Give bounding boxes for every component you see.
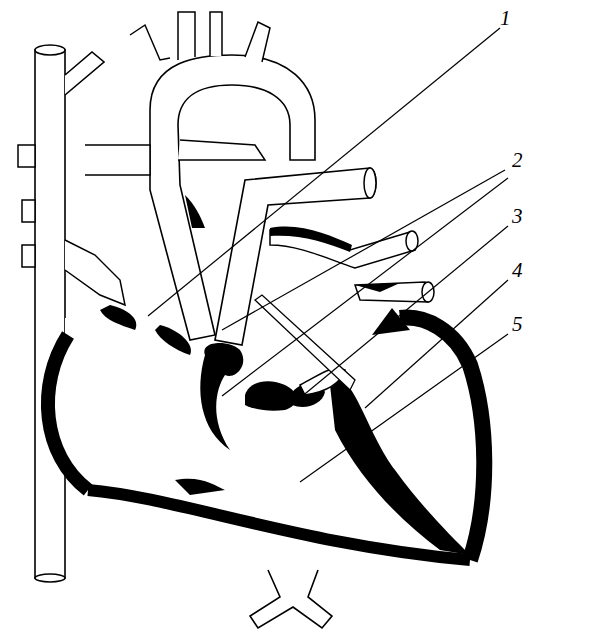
- vein-stub: [22, 200, 35, 222]
- vessel-connection: [85, 145, 150, 175]
- aortic-branch: [130, 25, 170, 60]
- vessel-opening: [364, 168, 376, 198]
- vessel-opening: [35, 45, 65, 55]
- aortic-branch: [210, 12, 222, 56]
- vessel-wall: [100, 305, 136, 330]
- leader-line: [300, 334, 508, 482]
- vein-stub: [18, 145, 35, 167]
- leader-line: [222, 178, 508, 396]
- heart-body: [49, 318, 484, 565]
- callout-number: 1: [500, 8, 511, 29]
- vessel-branch: [250, 570, 332, 628]
- ductus: [178, 140, 265, 160]
- vessel-branch: [65, 240, 125, 305]
- callout-number: 5: [512, 314, 523, 335]
- vessel-wall: [155, 325, 191, 355]
- callout-number: 2: [512, 150, 523, 171]
- pulmonary-vein: [355, 282, 428, 302]
- chorda: [255, 295, 355, 390]
- valve-leaflet: [175, 479, 225, 495]
- valve: [245, 381, 296, 411]
- aortic-branch: [178, 12, 195, 60]
- leader-line: [300, 226, 508, 398]
- callout-number: 4: [512, 260, 523, 281]
- vessel-wall: [355, 283, 400, 292]
- vessel-wall: [270, 226, 352, 252]
- vessel-wall: [185, 195, 205, 228]
- aortic-branch: [245, 22, 270, 62]
- septal-defect-edge: [200, 343, 243, 450]
- vena-cava: [35, 50, 65, 578]
- leader-line: [222, 170, 505, 330]
- ventricular-septum: [330, 380, 470, 555]
- vessel-opening: [35, 574, 65, 582]
- heart-wall: [48, 335, 88, 490]
- vessel-branch: [65, 52, 104, 95]
- leader-line: [365, 280, 508, 408]
- vein-stub: [22, 245, 35, 267]
- callout-number: 3: [512, 206, 523, 227]
